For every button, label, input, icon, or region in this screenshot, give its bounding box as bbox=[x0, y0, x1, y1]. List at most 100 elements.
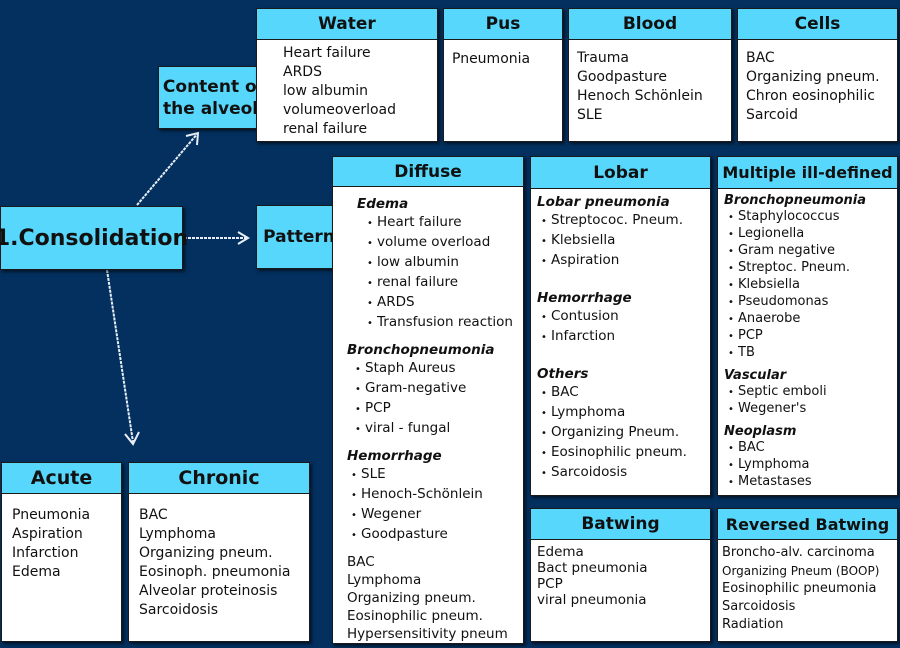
arrow-head-acute bbox=[124, 431, 140, 446]
blood-item: SLE bbox=[577, 107, 603, 123]
multiple-item: PCP bbox=[724, 328, 893, 345]
diffuse-item: ARDS bbox=[363, 293, 517, 313]
multiple-section-heading: Vascular bbox=[724, 368, 787, 383]
pattern-node: Pattern bbox=[256, 205, 342, 269]
pus-box: Pus Pneumonia bbox=[443, 8, 563, 142]
blood-box: Blood Trauma Goodpasture Henoch Schönlei… bbox=[568, 8, 732, 142]
diffuse-item: renal failure bbox=[363, 273, 517, 293]
water-item: renal failure bbox=[283, 121, 368, 137]
multiple-item: Pseudomonas bbox=[724, 294, 893, 311]
acute-item: Aspiration bbox=[12, 526, 83, 542]
arrow-to-content bbox=[136, 132, 199, 206]
pus-item: Pneumonia bbox=[452, 51, 531, 67]
diffuse-other: Lymphoma bbox=[347, 572, 422, 588]
diffuse-item: SLE bbox=[347, 465, 517, 485]
diffuse-item: Henoch-Schönlein bbox=[347, 485, 517, 505]
water-item: Heart failure bbox=[283, 45, 371, 61]
multiple-item: Lymphoma bbox=[724, 457, 893, 474]
water-header: Water bbox=[257, 9, 437, 40]
lobar-item: BAC bbox=[537, 383, 704, 403]
lobar-item: Streptococ. Pneum. bbox=[537, 211, 704, 231]
blood-header: Blood bbox=[569, 9, 731, 40]
blood-item: Henoch Schönlein bbox=[577, 88, 703, 104]
diffuse-section-heading: Edema bbox=[357, 196, 409, 212]
batwing-item: PCP bbox=[537, 576, 563, 592]
reversed-batwing-item: Radiation bbox=[722, 617, 784, 632]
diffuse-box: Diffuse Edema Heart failure volume overl… bbox=[332, 156, 524, 644]
chronic-item: BAC bbox=[139, 507, 168, 523]
multiple-item: Wegener's bbox=[724, 401, 893, 418]
arrow-to-acute-chronic bbox=[106, 269, 134, 443]
diffuse-header: Diffuse bbox=[333, 157, 523, 187]
reversed-batwing-item: Broncho-alv. carcinoma bbox=[722, 545, 875, 560]
consolidation-node: 1.Consolidation bbox=[0, 206, 188, 270]
acute-item: Infarction bbox=[12, 545, 79, 561]
consolidation-label: 1.Consolidation bbox=[0, 225, 189, 251]
batwing-item: Bact pneumonia bbox=[537, 560, 648, 576]
diffuse-item: Gram-negative bbox=[351, 379, 517, 399]
cells-item: BAC bbox=[746, 50, 775, 66]
lobar-item: Eosinophilic pneum. bbox=[537, 443, 704, 463]
batwing-header: Batwing bbox=[531, 509, 710, 540]
water-item: low albumin bbox=[283, 83, 368, 99]
lobar-item: Infarction bbox=[537, 327, 704, 347]
blood-item: Trauma bbox=[577, 50, 629, 66]
multiple-item: Gram negative bbox=[724, 243, 893, 260]
lobar-box: Lobar Lobar pneumonia Streptococ. Pneum.… bbox=[530, 156, 711, 496]
chronic-item: Eosinoph. pneumonia bbox=[139, 564, 291, 580]
reversed-batwing-header: Reversed Batwing bbox=[718, 509, 897, 540]
content-of-alveoli-node: Content of the alveoli bbox=[158, 66, 269, 129]
diffuse-item: Wegener bbox=[347, 505, 517, 525]
multiple-ill-defined-header: Multiple ill-defined bbox=[718, 157, 897, 189]
batwing-item: viral pneumonia bbox=[537, 592, 647, 608]
multiple-item: Staphylococcus bbox=[724, 209, 893, 226]
multiple-section-heading: Bronchopneumonia bbox=[724, 193, 866, 208]
pus-header: Pus bbox=[444, 9, 562, 40]
multiple-item: Metastases bbox=[724, 474, 893, 491]
chronic-box: Chronic BAC Lymphoma Organizing pneum. E… bbox=[128, 462, 310, 642]
arrow-head-content bbox=[185, 131, 200, 146]
batwing-item: Edema bbox=[537, 544, 584, 560]
diffuse-item: PCP bbox=[351, 399, 517, 419]
lobar-item: Sarcoidosis bbox=[537, 463, 704, 483]
arrow-head-pattern bbox=[237, 231, 250, 245]
acute-item: Pneumonia bbox=[12, 507, 91, 523]
reversed-batwing-item: Organizing Pneum (BOOP) bbox=[722, 564, 880, 578]
cells-item: Organizing pneum. bbox=[746, 69, 880, 85]
lobar-item: Klebsiella bbox=[537, 231, 704, 251]
lobar-item: Aspiration bbox=[537, 251, 704, 271]
cells-item: Chron eosinophilic bbox=[746, 88, 875, 104]
multiple-item: Septic emboli bbox=[724, 384, 893, 401]
reversed-batwing-item: Sarcoidosis bbox=[722, 599, 796, 614]
diffuse-other: Organizing pneum. bbox=[347, 590, 476, 606]
lobar-section-heading: Hemorrhage bbox=[537, 290, 632, 306]
lobar-section-heading: Others bbox=[537, 366, 589, 382]
cells-box: Cells BAC Organizing pneum. Chron eosino… bbox=[737, 8, 898, 142]
blood-item: Goodpasture bbox=[577, 69, 668, 85]
multiple-item: Anaerobe bbox=[724, 311, 893, 328]
lobar-item: Lymphoma bbox=[537, 403, 704, 423]
multiple-ill-defined-box: Multiple ill-defined Bronchopneumonia St… bbox=[717, 156, 898, 496]
diffuse-section-heading: Bronchopneumonia bbox=[347, 342, 495, 358]
water-box: Water Heart failure ARDS low albumin vol… bbox=[256, 8, 438, 142]
chronic-item: Lymphoma bbox=[139, 526, 216, 542]
lobar-section-heading: Lobar pneumonia bbox=[537, 194, 670, 210]
chronic-header: Chronic bbox=[129, 463, 309, 494]
reversed-batwing-item: Eosinophilic pneumonia bbox=[722, 581, 877, 596]
reversed-batwing-box: Reversed Batwing Broncho-alv. carcinoma … bbox=[717, 508, 898, 642]
diffuse-item: Transfusion reaction bbox=[363, 313, 517, 333]
diffuse-item: volume overload bbox=[363, 233, 517, 253]
cells-item: Sarcoid bbox=[746, 107, 798, 123]
multiple-item: Legionella bbox=[724, 226, 893, 243]
multiple-item: BAC bbox=[724, 440, 893, 457]
diffuse-section-heading: Hemorrhage bbox=[347, 448, 442, 464]
multiple-item: Klebsiella bbox=[724, 277, 893, 294]
chronic-item: Sarcoidosis bbox=[139, 602, 218, 618]
chronic-item: Organizing pneum. bbox=[139, 545, 273, 561]
pattern-label: Pattern bbox=[263, 227, 335, 247]
chronic-item: Alveolar proteinosis bbox=[139, 583, 278, 599]
multiple-item: Streptoc. Pneum. bbox=[724, 260, 893, 277]
diffuse-item: Goodpasture bbox=[347, 525, 517, 545]
diffuse-item: viral - fungal bbox=[351, 419, 517, 439]
diffuse-other: BAC bbox=[347, 554, 375, 570]
